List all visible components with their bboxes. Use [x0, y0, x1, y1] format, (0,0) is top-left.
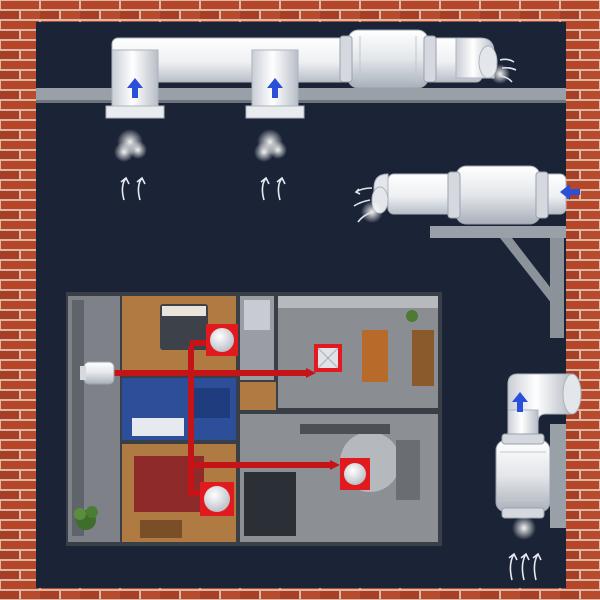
air-flow-icon [114, 129, 147, 201]
shelf-brace [500, 238, 560, 304]
up-arrow-icon [127, 78, 143, 98]
up-arrow-icon [512, 392, 528, 412]
ceiling-vent-icon [200, 482, 234, 516]
fan-icon [80, 361, 115, 385]
wall-shelf [430, 226, 566, 238]
corridor [240, 382, 276, 410]
ceiling-vent-icon [314, 344, 342, 372]
fan-icon [339, 29, 437, 89]
middle-ventilation-system [353, 165, 580, 338]
air-flow-icon [490, 58, 517, 84]
plant-icon [74, 506, 98, 530]
air-flow-icon [254, 129, 287, 201]
top-ventilation-system [36, 29, 566, 201]
red-duct-top-branch [100, 370, 306, 376]
air-flow-icon [508, 516, 542, 581]
red-duct-main-vertical [188, 346, 194, 496]
ceiling-slab [36, 88, 566, 102]
apartment-floor-plan [66, 292, 442, 546]
right-ventilation-system [495, 373, 582, 581]
fan-icon [495, 433, 551, 519]
left-arrow-icon [560, 184, 580, 200]
ceiling-vent-icon [206, 324, 238, 356]
fan-icon [447, 165, 549, 225]
red-duct-living-branch [190, 462, 330, 468]
air-flow-icon [353, 187, 383, 223]
ceiling-vent-icon [340, 458, 370, 490]
up-arrow-icon [267, 78, 283, 98]
red-duct-bedroom-branch [190, 340, 220, 346]
